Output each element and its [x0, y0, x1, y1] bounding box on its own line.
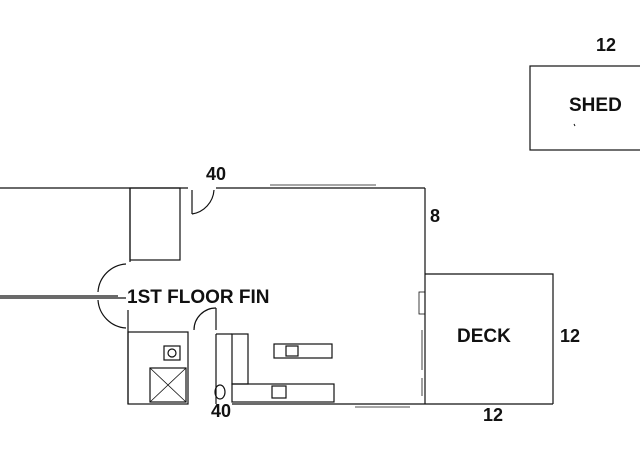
deck-outline — [425, 273, 554, 404]
bathroom — [127, 331, 189, 405]
shower — [149, 367, 187, 403]
main-right-dimension: 8 — [430, 206, 441, 226]
hall-door-swing — [193, 307, 217, 331]
bath-sink — [163, 345, 181, 361]
bath-sink-basin — [167, 348, 177, 358]
main-top-dimension: 40 — [206, 164, 227, 184]
deck-door — [418, 291, 426, 315]
top-door-swing — [191, 189, 215, 215]
closet — [129, 187, 181, 261]
main-floor-label: 1ST FLOOR FIN — [127, 287, 270, 308]
shed-label: SHED — [569, 95, 622, 116]
deck-label: DECK — [457, 326, 511, 347]
toilet — [214, 384, 226, 400]
shed-outline — [529, 65, 640, 151]
deck-side-dimension: 12 — [560, 326, 581, 346]
left-door-swing-upper — [97, 263, 127, 293]
deck-bottom-dimension: 12 — [483, 405, 504, 425]
island-sink — [285, 345, 299, 357]
kitchen-counter — [231, 383, 335, 403]
main-bottom-dimension: 40 — [211, 401, 232, 421]
shed-mark — [573, 123, 576, 127]
kitchen-sink — [271, 385, 287, 399]
pantry — [231, 333, 249, 385]
left-door-swing-lower — [97, 299, 127, 329]
shower-x-2 — [149, 367, 187, 403]
kitchen-island — [273, 343, 333, 359]
shed-width-label: 12 — [596, 35, 617, 55]
